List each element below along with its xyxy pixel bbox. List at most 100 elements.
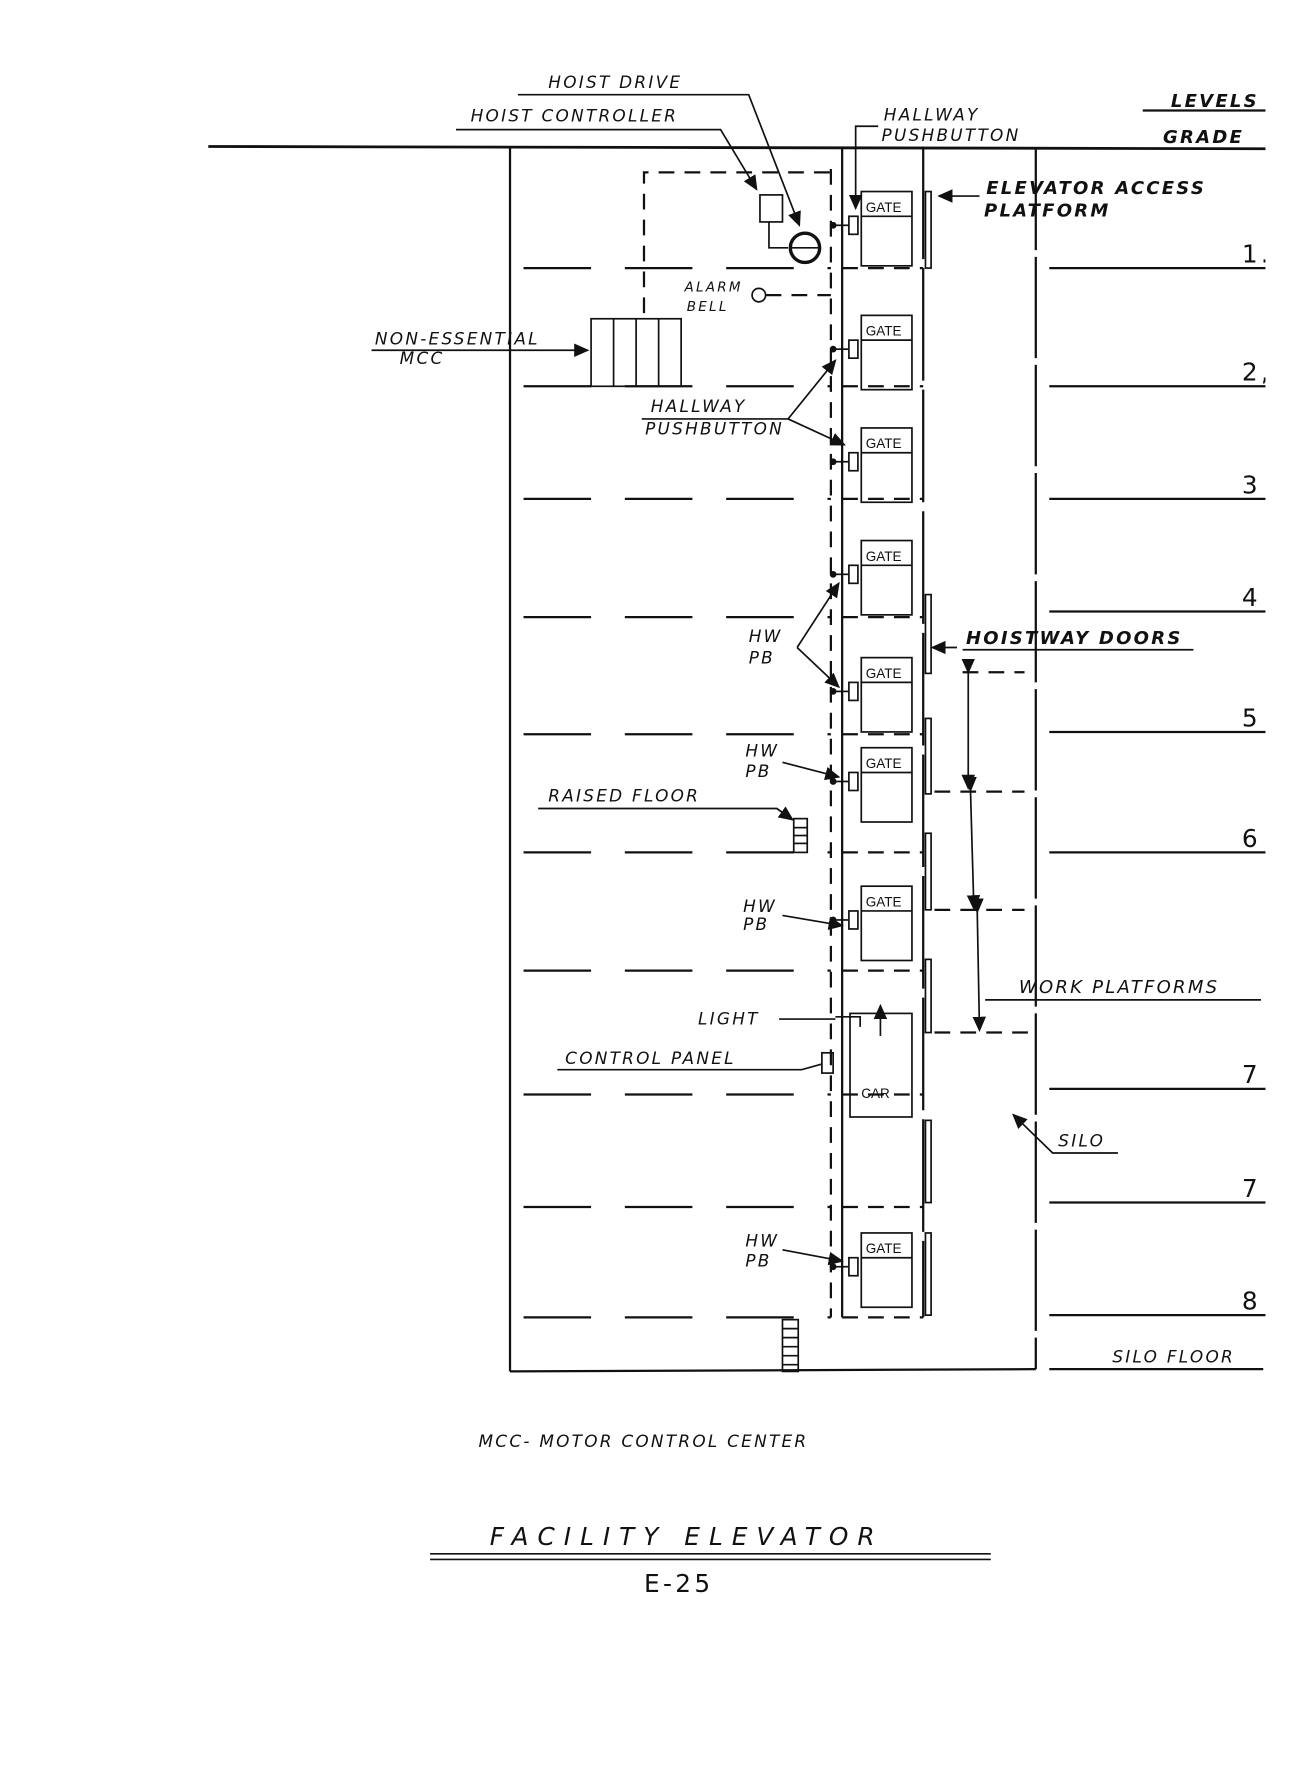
control-panel-label: CONTROL PANEL xyxy=(565,1048,736,1068)
hw-pb-label-4-hw: HW xyxy=(745,1230,779,1250)
hallway-pushbutton xyxy=(848,1256,859,1277)
hallway-pushbutton-top-label-2: PUSHBUTTON xyxy=(882,125,1021,145)
non-essential-mcc xyxy=(590,317,682,388)
landing-gate: GATE xyxy=(829,1232,913,1309)
hallway-pushbutton-label-1: HALLWAY xyxy=(651,396,747,416)
raised-floor-label: RAISED FLOOR xyxy=(548,786,700,806)
hallway-pushbutton xyxy=(848,771,859,792)
level-label: 2, xyxy=(1242,358,1272,387)
silo-label: SILO xyxy=(1058,1130,1105,1150)
level-label: 7 xyxy=(1242,1060,1261,1089)
hw-pb-label-1-hw: HW xyxy=(749,626,783,646)
gate-label: GATE xyxy=(866,756,902,771)
gate-label: GATE xyxy=(866,436,902,451)
gate-box xyxy=(860,314,913,391)
control-panel-box xyxy=(821,1051,834,1074)
mcc-legend: MCC- MOTOR CONTROL CENTER xyxy=(478,1431,808,1451)
car-label: CAR xyxy=(861,1086,890,1101)
hallway-pushbutton xyxy=(848,910,859,930)
gate-box xyxy=(860,656,913,733)
light-fixture xyxy=(835,1015,862,1027)
gate-label: GATE xyxy=(866,894,902,909)
level-label: 1. xyxy=(1242,239,1272,268)
landing-gate: GATE xyxy=(829,427,913,504)
hoistway-door xyxy=(924,190,932,269)
gate-box xyxy=(860,1232,913,1309)
controller-conduit xyxy=(642,171,836,314)
hallway-pushbutton xyxy=(848,451,859,472)
elevator-car: CAR xyxy=(821,1003,913,1118)
gate-box xyxy=(860,746,913,823)
gate-label: GATE xyxy=(866,200,902,215)
hoistway-door xyxy=(924,593,932,675)
level-label: 5 xyxy=(1242,703,1261,732)
hoistway-doors-label: HOISTWAY DOORS xyxy=(966,628,1183,649)
gates: GATE GATE GATE GATE GATE GATE GATE GATE xyxy=(829,190,913,1309)
hallway-pushbutton xyxy=(848,681,859,702)
elevator-access-platform-label-2: PLATFORM xyxy=(984,200,1111,221)
light-label: LIGHT xyxy=(698,1009,760,1029)
grade-label: GRADE xyxy=(1163,127,1244,148)
raised-floor-stairs xyxy=(792,817,809,854)
gate-label: GATE xyxy=(866,324,902,339)
hoistway-door xyxy=(924,1119,932,1204)
hw-pb-label-2-pb: PB xyxy=(745,761,771,781)
gate-label: GATE xyxy=(866,1241,902,1256)
landing-gate: GATE xyxy=(829,656,913,733)
silo-floor-label: SILO FLOOR xyxy=(1112,1346,1235,1366)
level-label: 3 xyxy=(1242,470,1261,499)
hallway-pushbutton-top-label-1: HALLWAY xyxy=(884,105,980,125)
grade-line xyxy=(208,145,1267,151)
levels-header: LEVELS xyxy=(1171,91,1259,112)
callouts: HOIST DRIVE HOIST CONTROLLER HALLWAY PUS… xyxy=(371,72,1261,1271)
level-label: 4 xyxy=(1242,583,1261,612)
hoistway-door xyxy=(924,958,932,1034)
alarm-bell xyxy=(751,287,767,303)
gate-label: GATE xyxy=(866,666,902,681)
non-essential-mcc-label-2: MCC xyxy=(400,348,445,368)
gate-box xyxy=(860,190,913,267)
hoist-controller-label: HOIST CONTROLLER xyxy=(471,106,679,126)
gate-label: GATE xyxy=(866,549,902,564)
hallway-pushbutton-label-2: PUSHBUTTON xyxy=(645,419,784,439)
silo-floor-stairs xyxy=(781,1318,800,1373)
levels-column: LEVELS GRADE 1. 2, 3 4 5 6 7 7 8 SILO FLOOR xyxy=(1049,91,1272,1371)
hw-pb-label-4-pb: PB xyxy=(745,1251,771,1271)
scan-edge-crop xyxy=(1265,0,1306,1778)
hw-pb-label-2-hw: HW xyxy=(745,741,779,761)
hallway-pushbutton xyxy=(848,215,859,236)
gate-box xyxy=(860,539,913,616)
alarm-bell-label-2: BELL xyxy=(687,299,729,315)
building-bottom xyxy=(510,1368,1036,1373)
landing-gate: GATE xyxy=(829,190,913,267)
landing-gate: GATE xyxy=(829,314,913,391)
drawing-number: E-25 xyxy=(644,1569,714,1598)
elevator-access-platform-label-1: ELEVATOR ACCESS xyxy=(986,178,1206,199)
hoistway-door xyxy=(924,1232,932,1316)
work-platform-dimension xyxy=(934,658,1031,1034)
landing-gate: GATE xyxy=(829,885,913,962)
level-label: 7 xyxy=(1242,1174,1261,1203)
hw-pb-label-1-pb: PB xyxy=(749,647,775,667)
drawing-title: FACILITY ELEVATOR xyxy=(490,1522,884,1551)
hoist-drive-label: HOIST DRIVE xyxy=(548,72,682,92)
gate-box xyxy=(860,427,913,504)
footer: MCC- MOTOR CONTROL CENTER FACILITY ELEVA… xyxy=(430,1431,991,1598)
equipment: CAR xyxy=(590,194,1031,1373)
level-label: 8 xyxy=(1242,1287,1261,1316)
landing-gate: GATE xyxy=(829,539,913,616)
alarm-bell-label-1: ALARM xyxy=(684,280,743,296)
hw-pb-label-3-pb: PB xyxy=(743,914,769,934)
non-essential-mcc-label-1: NON-ESSENTIAL xyxy=(375,329,540,349)
floor-lines xyxy=(523,190,932,1319)
hoistway-door xyxy=(924,717,932,795)
hallway-pushbutton xyxy=(848,339,859,360)
work-platforms-label: WORK PLATFORMS xyxy=(1019,977,1219,998)
hoistway-door xyxy=(924,832,932,911)
level-label: 6 xyxy=(1242,824,1261,853)
hoist-controller-box xyxy=(759,194,784,223)
hw-pb-label-3-hw: HW xyxy=(743,896,777,916)
gate-box xyxy=(860,885,913,962)
hallway-pushbutton xyxy=(848,564,859,585)
